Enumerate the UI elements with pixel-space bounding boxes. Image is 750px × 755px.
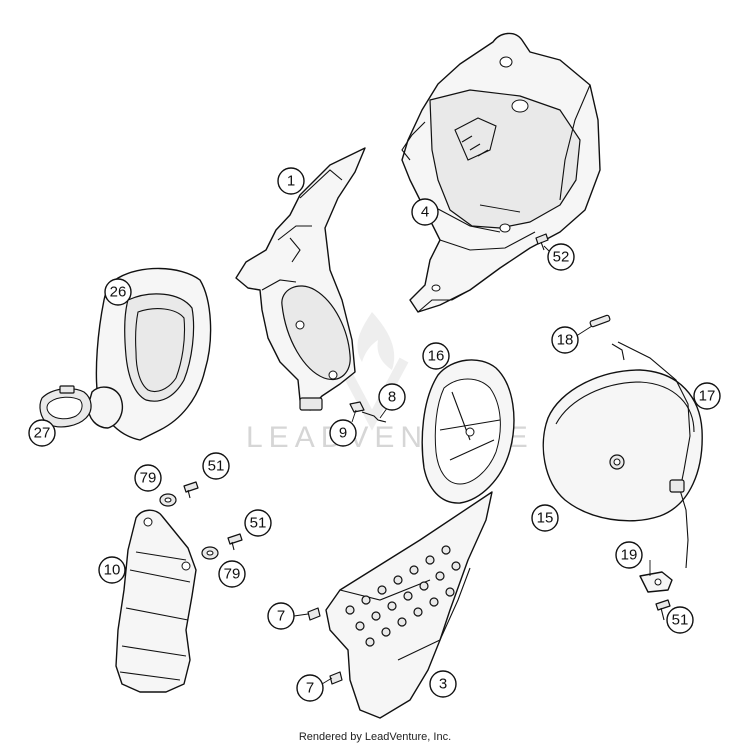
callout-17: 17 [693,382,721,410]
callout-15: 15 [531,504,559,532]
callout-7-lower-label: 7 [306,680,314,697]
callout-27-label: 27 [34,425,51,442]
part-51-screw-upper [183,481,199,499]
callout-8: 8 [378,383,406,411]
callout-8-label: 8 [388,389,396,406]
part-10-intake-cover [115,509,197,693]
part-26-air-filter [87,267,212,441]
callout-7-upper: 7 [267,602,295,630]
part-51-screw-middle [227,533,243,551]
part-18-pin [589,314,611,328]
callout-10-label: 10 [104,562,121,579]
callout-27: 27 [28,419,56,447]
callout-51-middle-label: 51 [250,515,267,532]
callout-19-label: 19 [621,547,638,564]
part-7-screw-upper [307,607,321,621]
callout-7-upper-label: 7 [277,608,285,625]
callout-3: 3 [429,670,457,698]
callout-51-middle: 51 [244,509,272,537]
part-9-washer [349,401,365,413]
callout-9: 9 [329,419,357,447]
callout-1: 1 [277,167,305,195]
part-7-screw-lower [329,671,343,685]
callout-16: 16 [422,342,450,370]
callout-52: 52 [547,243,575,271]
part-3-side-panel [325,491,493,719]
callout-1-label: 1 [287,173,295,190]
callout-26-label: 26 [110,284,127,301]
callout-51-lower-right: 51 [666,606,694,634]
callout-4: 4 [411,198,439,226]
part-51-screw-lower-right [655,599,671,621]
callout-79-upper: 79 [134,464,162,492]
part-27-hose-clamp [39,385,92,428]
leader-9 [351,409,357,423]
callout-51-lower-right-label: 51 [672,612,689,629]
part-8-spring [361,411,387,423]
part-17-filter-rod [611,341,691,569]
part-15-filter-element [542,369,703,522]
callout-15-label: 15 [537,510,554,527]
part-4-airbox-cover [401,32,601,313]
footer-credit: Rendered by LeadVenture, Inc. [298,731,452,743]
callout-19: 19 [615,541,643,569]
part-1-airbox-frame [235,147,366,411]
callout-79-upper-label: 79 [140,470,157,487]
callout-52-label: 52 [553,249,570,266]
callout-16-label: 16 [428,348,445,365]
callout-51-upper-label: 51 [208,458,225,475]
callout-17-label: 17 [699,388,716,405]
callout-18: 18 [551,326,579,354]
callout-18-label: 18 [557,332,574,349]
callout-26: 26 [104,278,132,306]
part-19-clip [639,571,673,593]
callout-79-lower: 79 [218,560,246,588]
callout-4-label: 4 [421,204,429,221]
part-3-vent-holes [345,545,461,647]
callout-51-upper: 51 [202,452,230,480]
part-52-screw [535,233,549,251]
callout-9-label: 9 [339,425,347,442]
callout-10: 10 [98,556,126,584]
callout-3-label: 3 [439,676,447,693]
leader-7-upper [293,613,309,617]
watermark-flame-icon [335,312,409,431]
part-16-filter-cage [421,359,515,504]
callout-7-lower: 7 [296,674,324,702]
callout-79-lower-label: 79 [224,566,241,583]
part-79-grommet-upper [159,493,177,507]
leader-4 [479,204,521,213]
leader-7-lower [321,677,333,685]
part-79-grommet-lower [201,546,219,560]
